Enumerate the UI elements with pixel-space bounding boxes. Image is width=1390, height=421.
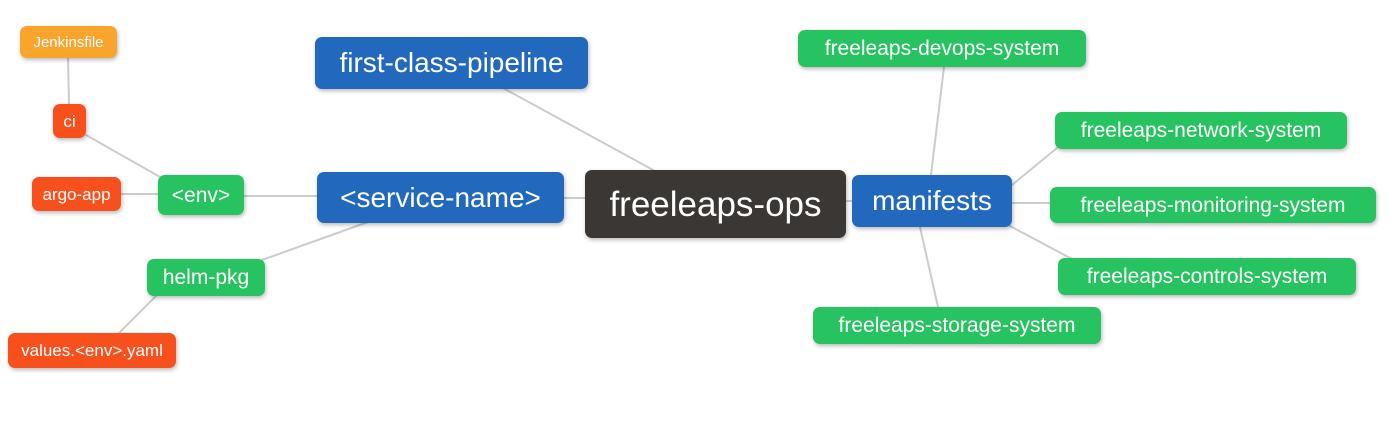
node-manifests[interactable]: manifests — [852, 175, 1012, 227]
node-freeleaps-devops-system[interactable]: freeleaps-devops-system — [798, 30, 1086, 67]
node-freeleaps-storage-system[interactable]: freeleaps-storage-system — [813, 307, 1101, 344]
node-argo-app[interactable]: argo-app — [32, 177, 121, 211]
edge-manifests-freeleaps-controls-system — [1009, 225, 1073, 260]
node-helm-pkg[interactable]: helm-pkg — [147, 259, 265, 296]
edge-service-name-helm-pkg — [261, 221, 369, 261]
node-values-env-yaml[interactable]: values.<env>.yaml — [8, 333, 176, 368]
node-freeleaps-ops[interactable]: freeleaps-ops — [585, 170, 846, 238]
node-ci[interactable]: ci — [53, 104, 86, 138]
edge-manifests-freeleaps-storage-system — [919, 226, 939, 308]
edge-ci-env — [85, 134, 161, 178]
node-env[interactable]: <env> — [158, 175, 244, 215]
node-service-name[interactable]: <service-name> — [317, 172, 564, 223]
node-freeleaps-network-system[interactable]: freeleaps-network-system — [1055, 112, 1347, 149]
node-freeleaps-controls-system[interactable]: freeleaps-controls-system — [1058, 258, 1356, 295]
edge-jenkinsfile-ci — [67, 57, 70, 105]
node-first-class-pipeline[interactable]: first-class-pipeline — [315, 37, 588, 89]
edge-manifests-freeleaps-network-system — [1011, 147, 1058, 186]
edge-first-class-pipeline-freeleaps-ops — [502, 87, 656, 172]
node-freeleaps-monitoring-system[interactable]: freeleaps-monitoring-system — [1050, 187, 1376, 223]
edge-helm-pkg-values-env-yaml — [117, 294, 158, 335]
edge-freeleaps-devops-system-manifests — [930, 66, 945, 176]
node-jenkinsfile[interactable]: Jenkinsfile — [20, 26, 117, 58]
